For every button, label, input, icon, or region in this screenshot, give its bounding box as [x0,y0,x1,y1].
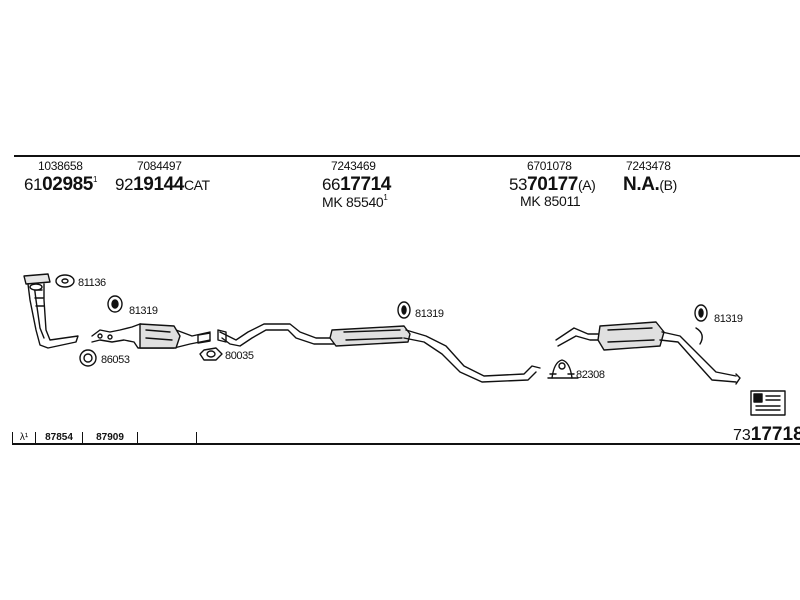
label-81319-a: 81319 [129,305,158,317]
part-number-1: 61029851 [24,174,97,196]
catalog-number: 7317718 [733,424,800,446]
part-prefix: 92 [115,175,134,194]
mount-81319-b-drawing [397,301,411,319]
ref-number-5: 7243478 [626,159,671,173]
part-main: 02985 [42,174,93,195]
part-suffix: (B) [659,177,677,193]
mk-text: MK 85540 [322,194,384,210]
part-number-3: 6617714 [322,174,391,196]
catalytic-converter-drawing [91,323,211,349]
part-prefix: 53 [509,175,528,194]
label-81319-b: 81319 [415,308,444,320]
part-main: N.A. [623,174,660,195]
ref-number-1: 1038658 [38,159,83,173]
front-pipe-drawing [23,273,79,349]
mk-sup: 1 [383,193,388,202]
mk-number-3: MK 855401 [322,193,388,210]
mount-81319-drawing [107,295,123,313]
part-prefix: 61 [24,175,43,194]
part-main: 19144 [133,174,184,195]
part-prefix: 66 [322,175,341,194]
gasket-80035-drawing [199,347,223,361]
part-number-5: N.A.(B) [623,174,677,196]
label-81136: 81136 [78,277,106,289]
variant-cell-2: 87909 [83,432,138,444]
clamp-82308-drawing [547,359,579,379]
part-main: 70177 [527,174,578,195]
catalog-icon [750,390,786,416]
catalog-main: 17718 [750,424,800,445]
label-86053: 86053 [101,354,130,366]
mk-number-4: MK 85011 [520,193,581,209]
part-suffix: (A) [577,177,596,193]
variant-table: λ¹ 87854 87909 [12,432,197,444]
ref-number-3: 7243469 [331,159,376,173]
label-80035: 80035 [225,350,254,362]
middle-section-drawing [217,323,541,383]
mount-81319-c-drawing [694,304,708,345]
variant-cell-3 [138,432,197,444]
lambda-cell: λ¹ [13,432,36,444]
part-main: 17714 [340,174,391,195]
ref-number-4: 6701078 [527,159,572,173]
header-rule [14,155,800,157]
gasket-81136-drawing [55,274,75,288]
rear-section-drawing [555,321,741,385]
part-suffix: CAT [183,177,210,193]
ref-number-2: 7084497 [137,159,182,173]
gasket-86053-drawing [79,349,97,367]
part-sup: 1 [92,175,98,184]
catalog-prefix: 73 [733,427,751,444]
label-82308: 82308 [576,369,605,381]
part-number-4: 5370177(A) [509,174,596,196]
variant-cell-1: 87854 [36,432,83,444]
footer-rule [12,443,800,445]
part-number-2: 9219144CAT [115,174,210,196]
label-81319-c: 81319 [714,313,743,325]
